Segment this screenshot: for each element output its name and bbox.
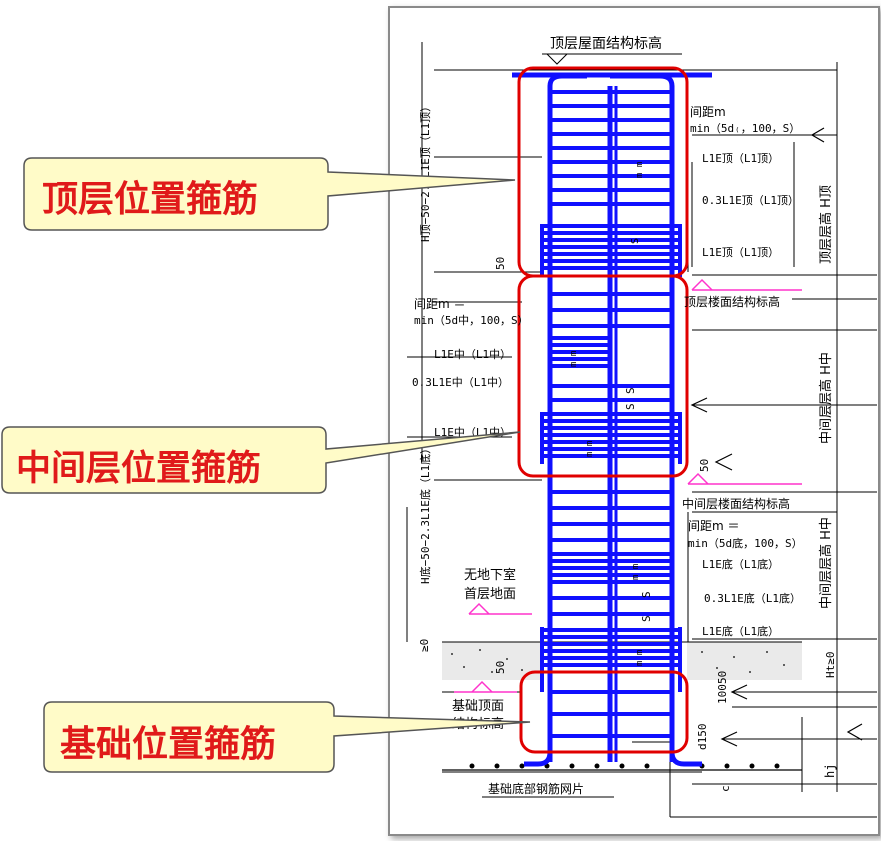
l-low-2: 0.3L1E底（L1底）	[704, 591, 801, 605]
ground-speckle	[451, 649, 785, 673]
mm-label-5: m m	[635, 650, 645, 666]
l-top-1: L1E顶（L1顶）	[702, 152, 779, 165]
dim-100: 100	[716, 684, 729, 704]
mm-label-1: m m	[635, 162, 645, 178]
hj-label: hj	[823, 764, 837, 778]
c-label: c	[719, 785, 732, 792]
callout-foundation-text: 基础位置箍筋	[60, 724, 277, 765]
stirrups	[542, 90, 680, 738]
spacing-mid-label-2: min（5d中，100，S）	[414, 314, 529, 327]
ht-label: Ht≥0	[824, 652, 837, 679]
middle-zone-highlight	[517, 274, 689, 478]
foundation-top-2: 结构标高	[452, 716, 504, 732]
rebar-detail-drawing: 顶层屋面结构标高 顶层楼面结构标高 中间层楼面结构标高 间距m min（5d₍，…	[406, 35, 877, 818]
l-low-1: L1E底（L1底）	[702, 557, 779, 571]
l-mid-3: L1E中（L1中）	[434, 426, 511, 439]
l-mid-2: 0.3L1E中（L1中）	[412, 376, 509, 389]
roof-elevation-label: 顶层屋面结构标高	[550, 35, 662, 52]
top-floor-elevation-label: 顶层楼面结构标高	[684, 294, 780, 309]
s-label-1: S	[624, 387, 637, 394]
drawing-sheet: 顶层屋面结构标高 顶层楼面结构标高 中间层楼面结构标高 间距m min（5d₍，…	[388, 6, 880, 836]
top-story-height: 顶层层高 H顶	[818, 185, 834, 264]
l-mid-1: L1E中（L1中）	[434, 348, 511, 361]
mid-floor-elevation-label: 中间层楼面结构标高	[682, 496, 790, 511]
dim-50-foundation: 50	[716, 671, 729, 684]
spacing-top-label-2: min（5d₍，100，S）	[690, 122, 800, 135]
spacing-low-label-1: 间距m ＝	[688, 519, 740, 533]
s-label-3: S	[640, 591, 653, 598]
l-top-2: 0.3L1E顶（L1顶）	[702, 194, 799, 207]
arrowheads	[690, 127, 863, 747]
ground-fill-left	[442, 642, 542, 680]
elevation-markers	[454, 278, 802, 693]
callout-middle-text: 中间层位置箍筋	[16, 449, 262, 489]
highlight-boxes	[517, 66, 689, 754]
foundation-mesh-label: 基础底部钢筋网片	[488, 781, 584, 796]
ground-fill-right	[687, 642, 802, 680]
s-label-2: S	[624, 403, 637, 410]
dim-50-top: 50	[494, 257, 507, 270]
d150-label: d150	[696, 724, 709, 751]
no-basement-1: 无地下室	[464, 567, 516, 583]
left-dim-top: H顶−50−2.3L1E顶（L1顶）	[419, 101, 432, 242]
dim-50-ground: 50	[494, 661, 507, 674]
left-dim-low: H底−50−2.3L1E底（L1底）	[418, 443, 432, 584]
s-label-4: S	[640, 615, 653, 622]
mid-story-height-1: 中间层层高 H中	[818, 352, 834, 444]
l-top-3: L1E顶（L1顶）	[702, 246, 779, 259]
foundation-top-1: 基础顶面	[452, 699, 504, 714]
no-basement-2: 首层地面	[464, 587, 516, 602]
top-zone-highlight	[517, 66, 689, 278]
mid-story-height-2: 中间层层高 H中	[818, 517, 834, 609]
dim-50-mid: 50	[698, 459, 711, 472]
mm-label-4: m m	[631, 564, 641, 580]
spacing-low-label-2: min（5d底，100，S）	[688, 536, 803, 550]
s-label-5: S	[630, 238, 641, 244]
spacing-top-label-1: 间距m	[690, 105, 726, 119]
spacing-mid-label-1: 间距m ＝	[414, 297, 466, 311]
ge0-label: ≥0	[418, 639, 431, 652]
l-low-3: L1E底（L1底）	[702, 624, 779, 638]
callout-top-text: 顶层位置箍筋	[42, 179, 259, 220]
mm-label-2: m m	[569, 351, 579, 367]
foundation-mesh-dots	[469, 763, 780, 769]
mm-label-3: m m	[585, 441, 595, 457]
